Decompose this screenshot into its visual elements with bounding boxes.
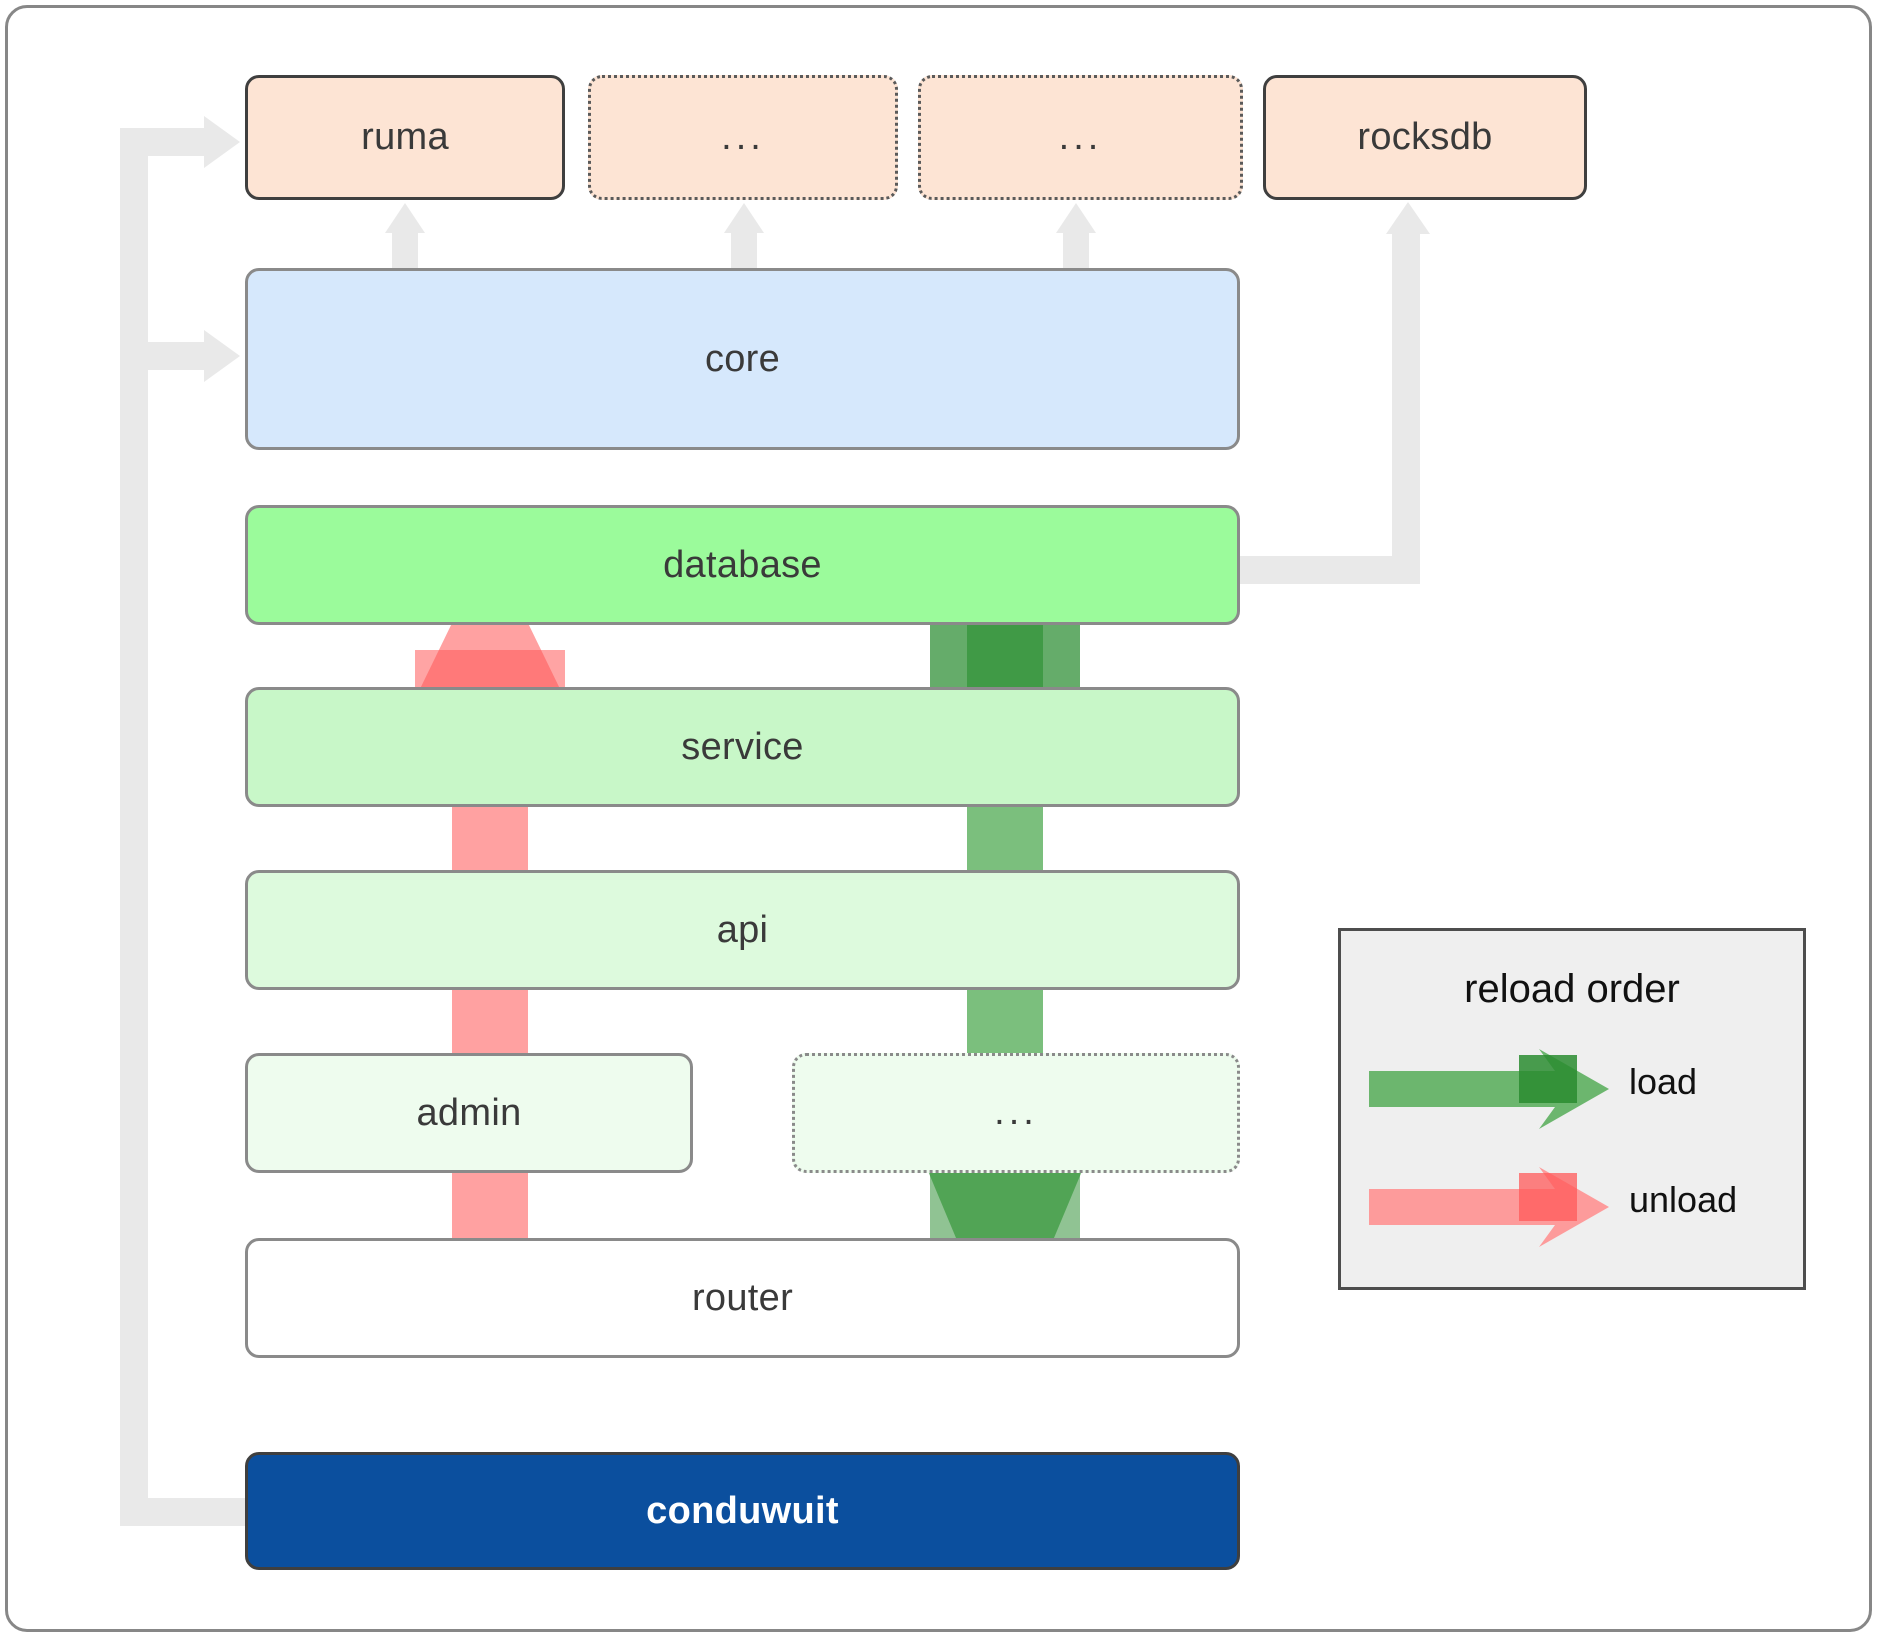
legend-panel: reload order load unload	[1338, 928, 1806, 1290]
connector-core-to-ruma-arrow	[385, 203, 425, 233]
node-layer-etc[interactable]: ...	[792, 1053, 1240, 1173]
node-external-1[interactable]: ...	[588, 75, 898, 200]
connector-branch-to-ruma	[120, 128, 206, 156]
connector-core-to-ext2-arrow	[1056, 203, 1096, 233]
node-service-label: service	[681, 725, 804, 768]
node-database[interactable]: database	[245, 505, 1240, 625]
connector-core-to-ruma-stem	[392, 230, 418, 272]
node-router-label: router	[691, 1276, 794, 1319]
node-database-label: database	[663, 543, 822, 586]
legend-swatch-load	[1369, 1049, 1609, 1129]
connector-arrow-into-core	[204, 330, 240, 382]
node-core[interactable]: core	[245, 268, 1240, 450]
node-rocksdb[interactable]: rocksdb	[1263, 75, 1587, 200]
connector-arrow-into-ruma	[204, 116, 240, 168]
connector-arrow-into-rocksdb	[1386, 202, 1430, 234]
connector-left-spine-vertical	[120, 128, 148, 1526]
node-ruma[interactable]: ruma	[245, 75, 565, 200]
node-core-label: core	[704, 337, 781, 380]
connector-core-to-ext1-arrow	[724, 203, 764, 233]
connector-branch-to-core	[120, 342, 206, 370]
legend-label-unload: unload	[1629, 1179, 1738, 1220]
node-external-2[interactable]: ...	[918, 75, 1243, 200]
node-service[interactable]: service	[245, 687, 1240, 807]
node-conduwuit[interactable]: conduwuit	[245, 1452, 1240, 1570]
node-conduwuit-label: conduwuit	[646, 1489, 839, 1532]
node-ruma-label: ruma	[361, 116, 449, 158]
connector-database-to-rocksdb-horizontal	[1230, 556, 1420, 584]
connector-core-to-ext1-stem	[731, 230, 757, 272]
node-api[interactable]: api	[245, 870, 1240, 990]
node-external-2-label: ...	[1058, 115, 1103, 158]
connector-database-to-rocksdb-vertical	[1392, 230, 1420, 584]
legend-label-load: load	[1629, 1061, 1698, 1102]
node-external-1-label: ...	[721, 115, 765, 158]
legend-swatch-unload	[1369, 1167, 1609, 1247]
node-rocksdb-label: rocksdb	[1357, 116, 1493, 158]
node-api-label: api	[716, 908, 769, 951]
node-admin[interactable]: admin	[245, 1053, 693, 1173]
connector-core-to-ext2-stem	[1063, 230, 1089, 272]
node-admin-label: admin	[416, 1091, 522, 1134]
node-router[interactable]: router	[245, 1238, 1240, 1358]
legend-title: reload order	[1464, 967, 1680, 1011]
node-layer-etc-label: ...	[994, 1091, 1038, 1134]
